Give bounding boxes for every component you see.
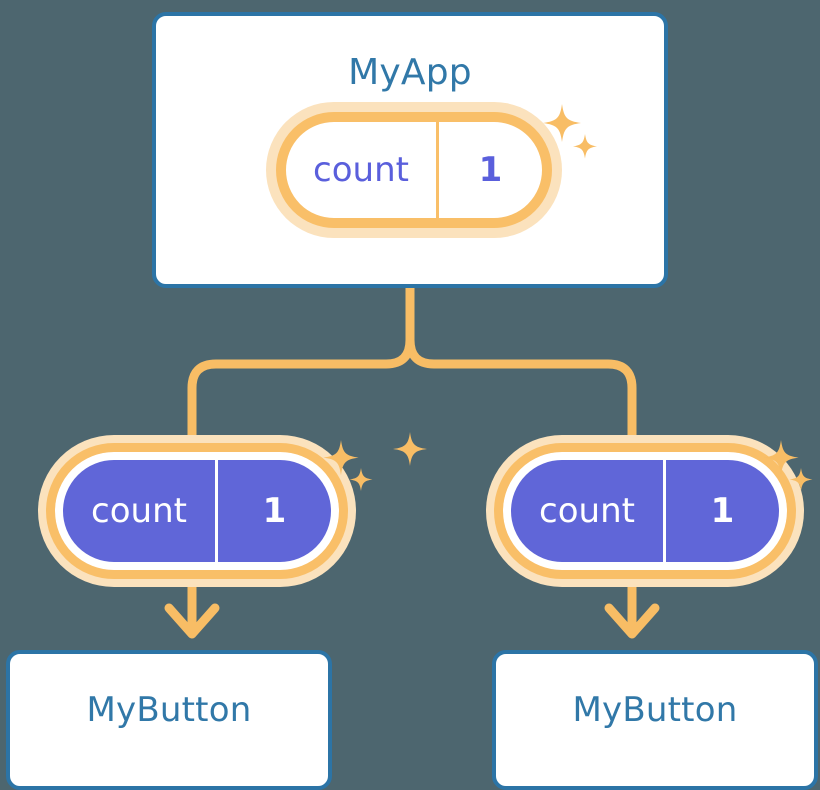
sparkle-small-icon-branch xyxy=(393,432,427,466)
myapp-title: MyApp xyxy=(348,52,472,93)
mybutton-label-right: MyButton xyxy=(572,690,738,730)
myapp-state-value: 1 xyxy=(436,122,542,218)
arrow-down-icon-left xyxy=(164,603,220,639)
arrow-down-icon-right xyxy=(604,603,660,639)
left-state-pill[interactable]: count 1 xyxy=(46,443,348,579)
mybutton-card-right[interactable]: MyButton xyxy=(492,650,818,790)
sparkle-icon-right xyxy=(763,440,813,491)
left-state-value: 1 xyxy=(215,460,331,562)
branch-connector-icon xyxy=(187,283,415,457)
sparkle-icon-myapp xyxy=(543,104,597,159)
sparkle-icon-left xyxy=(323,440,373,491)
diagram-canvas: MyApp count 1 count 1 MyButton count 1 M… xyxy=(6,12,818,790)
mybutton-card-left[interactable]: MyButton xyxy=(6,650,332,790)
right-state-key: count xyxy=(539,491,635,531)
right-state-pill[interactable]: count 1 xyxy=(494,443,796,579)
mybutton-label-left: MyButton xyxy=(86,690,252,730)
myapp-card[interactable]: MyApp xyxy=(152,12,668,288)
right-state-value: 1 xyxy=(663,460,779,562)
myapp-state-pill[interactable]: count 1 xyxy=(276,112,552,228)
myapp-state-key: count xyxy=(313,150,409,190)
left-state-key: count xyxy=(91,491,187,531)
